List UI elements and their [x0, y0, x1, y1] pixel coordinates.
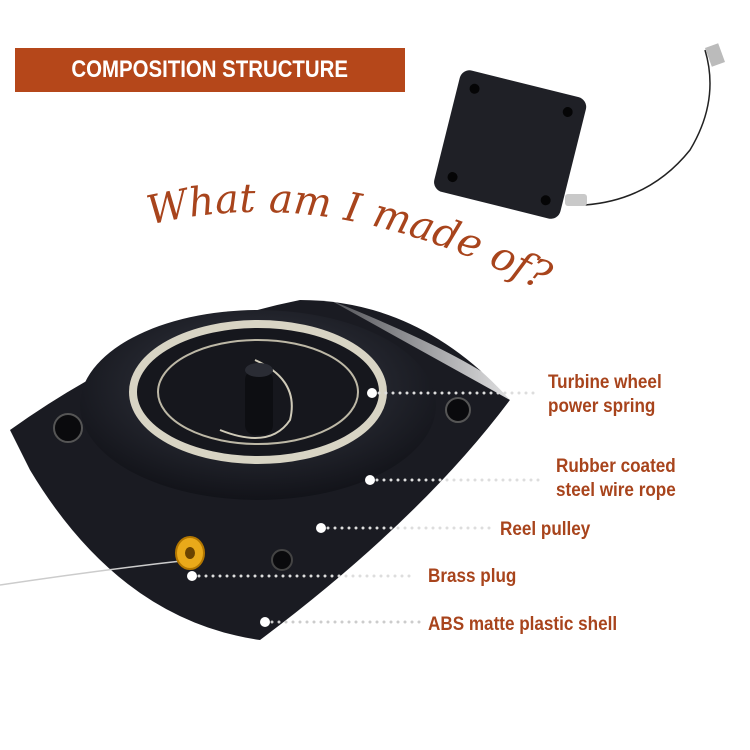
callout-leaders [187, 388, 542, 627]
banner-title: COMPOSITION STRUCTURE [71, 56, 349, 83]
callout-text: steel wire rope [556, 480, 676, 501]
callout-reel-pulley: Reel pulley [500, 519, 591, 540]
callout-text: power spring [548, 396, 656, 417]
callout-brass-plug: Brass plug [428, 566, 517, 587]
callout-text: Rubber coated [556, 456, 676, 477]
callout-text: Turbine wheel [548, 372, 662, 393]
callout-power-spring: Turbine wheel power spring [548, 371, 662, 419]
device-exploded-view [0, 300, 520, 645]
callout-wire-rope: Rubber coated steel wire rope [556, 455, 676, 503]
section-banner: COMPOSITION STRUCTURE [15, 48, 405, 92]
callout-plastic-shell: ABS matte plastic shell [428, 614, 618, 635]
product-photo-small [434, 43, 725, 219]
